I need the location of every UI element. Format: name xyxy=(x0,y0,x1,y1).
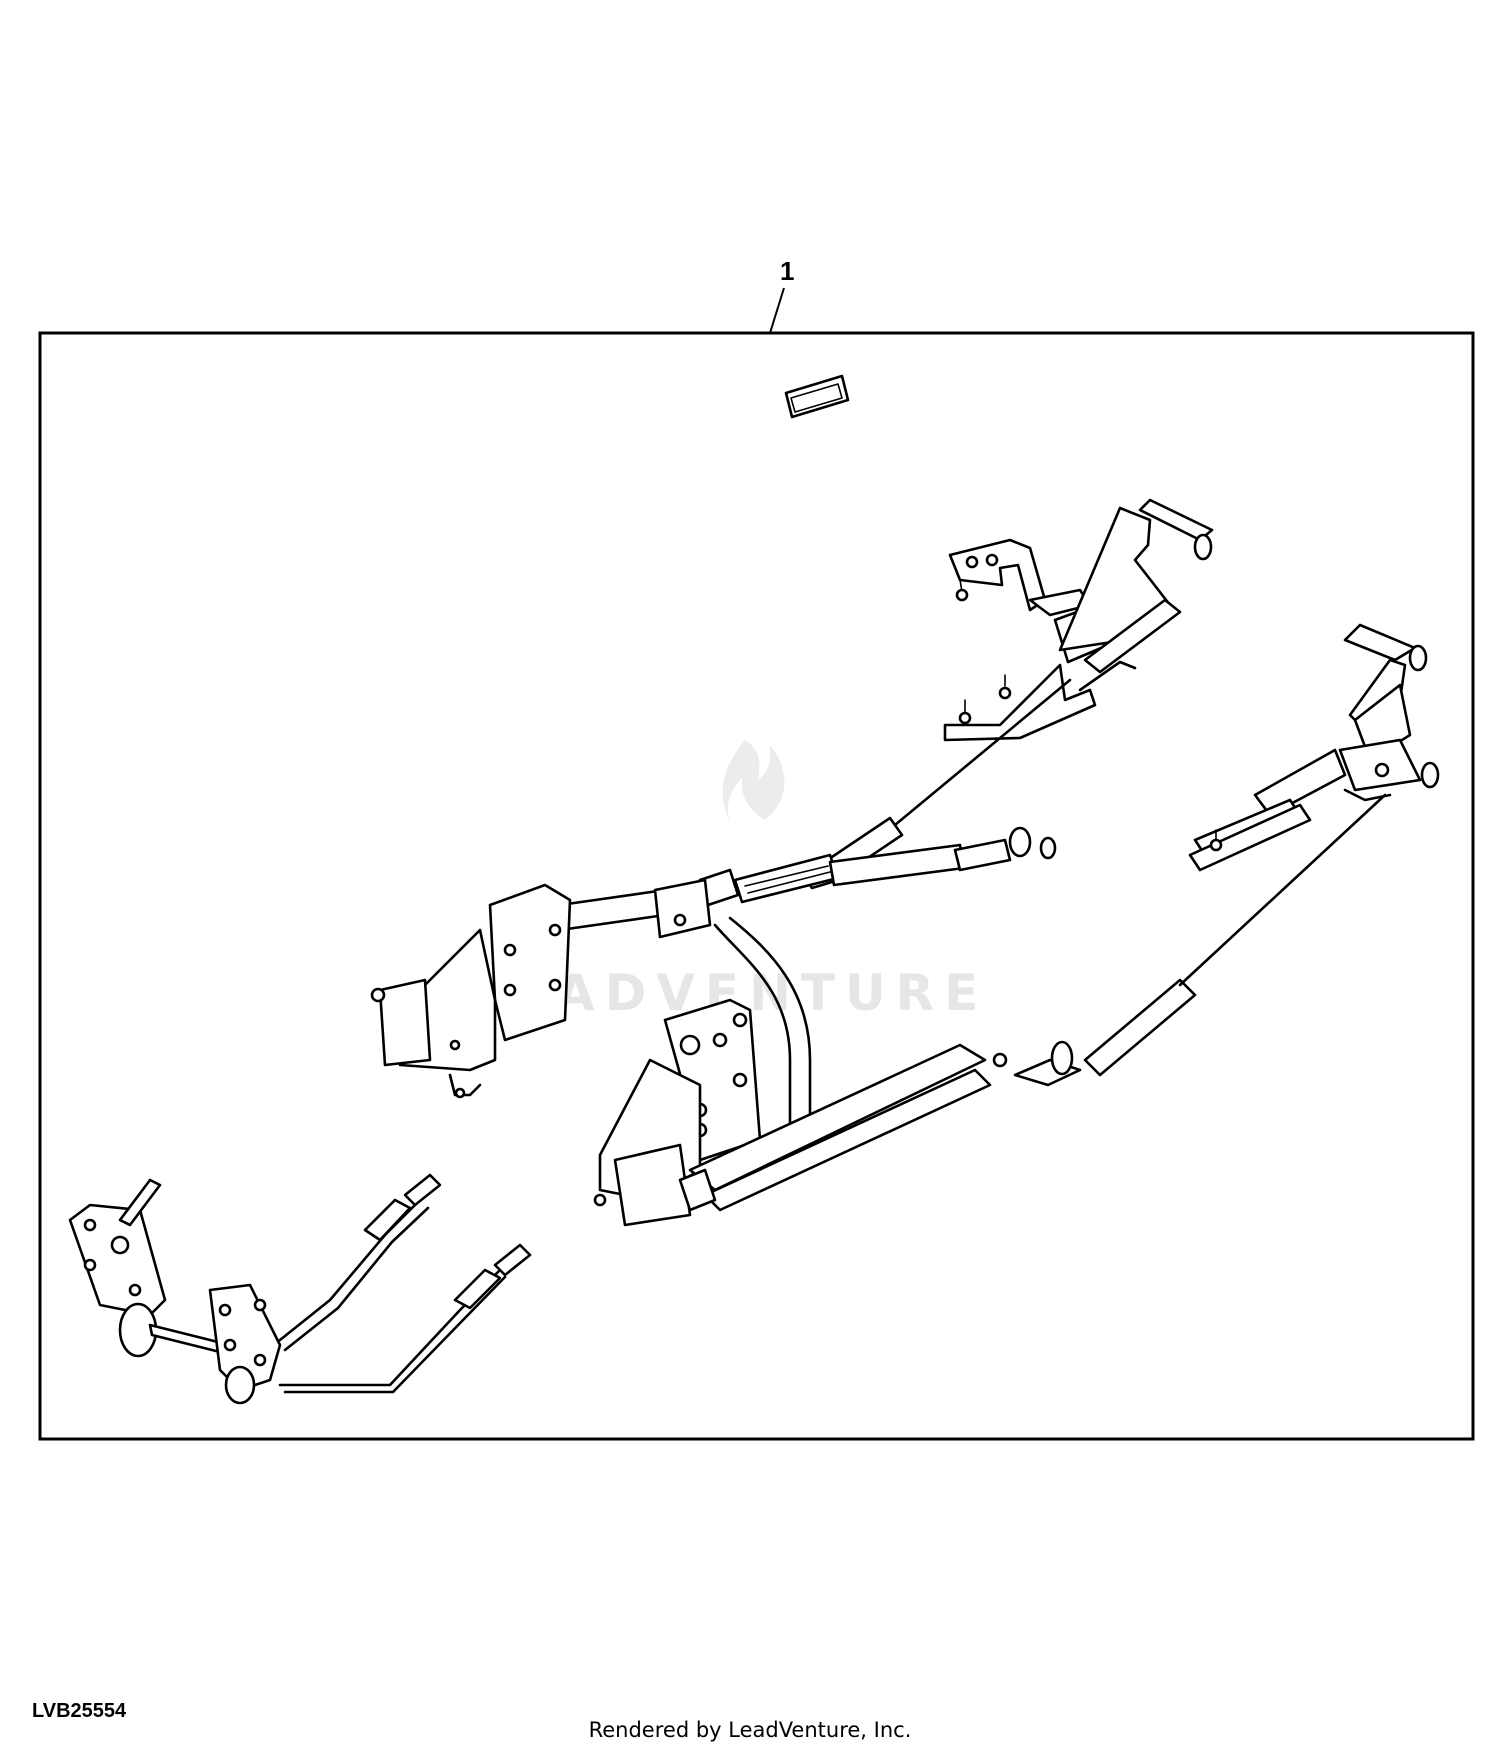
left-front-bracket xyxy=(370,878,712,1099)
right-pedal-assembly-lower xyxy=(1188,623,1440,872)
callout-leader xyxy=(769,287,785,334)
damper-link xyxy=(698,826,1057,907)
lower-control-rod xyxy=(678,793,1387,1212)
figure-id: LVB25554 xyxy=(32,1700,127,1722)
lower-left-lever-assembly xyxy=(68,1173,532,1405)
right-front-bracket xyxy=(593,998,762,1227)
right-pedal-assembly-upper xyxy=(943,498,1214,742)
decal-label xyxy=(784,374,850,419)
kit-boundary-box xyxy=(38,331,1475,1441)
watermark-flame-icon xyxy=(722,740,785,830)
curved-hose xyxy=(713,916,812,1142)
callout-number: 1 xyxy=(780,256,794,286)
footer-credit: Rendered by LeadVenture, Inc. xyxy=(588,1718,912,1742)
